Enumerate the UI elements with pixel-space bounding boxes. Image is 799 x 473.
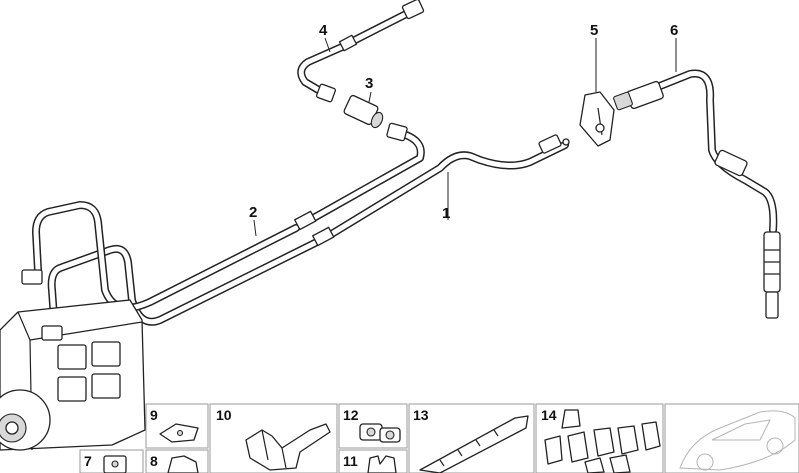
callout-3: 3 — [365, 75, 373, 92]
inset-box-8[interactable]: 8 — [145, 449, 209, 473]
vehicle-location-inset — [664, 403, 799, 473]
inset-label-7: 7 — [84, 453, 92, 469]
adapter-fitting-3[interactable] — [343, 94, 385, 130]
abs-hydraulic-unit — [0, 269, 146, 451]
callout-4: 4 — [319, 22, 328, 39]
inset-label-9: 9 — [150, 407, 158, 423]
callout-2: 2 — [249, 204, 257, 221]
callout-6: 6 — [670, 22, 678, 39]
inset-box-7[interactable]: 7 — [79, 449, 144, 473]
inset-box-13[interactable]: 13 — [408, 403, 535, 473]
brake-pipe-4[interactable] — [297, 0, 425, 103]
inset-label-12: 12 — [343, 407, 359, 423]
callout-leaders — [253, 37, 677, 237]
mounting-bracket-5[interactable] — [579, 91, 615, 147]
inset-box-10[interactable]: 10 — [209, 403, 338, 473]
inset-label-13: 13 — [413, 407, 429, 423]
inset-label-14: 14 — [541, 407, 557, 423]
inset-label-10: 10 — [216, 407, 232, 423]
callout-5: 5 — [590, 22, 598, 39]
callout-1: 1 — [442, 205, 450, 222]
brake-pipe-1[interactable] — [47, 134, 570, 326]
inset-box-9[interactable]: 9 — [145, 403, 209, 449]
brake-hose-6[interactable] — [613, 69, 781, 319]
inset-box-12[interactable]: 12 — [338, 403, 408, 449]
inset-box-14[interactable]: 14 — [535, 403, 664, 473]
inset-box-11[interactable]: 11 — [338, 449, 408, 473]
inset-label-11: 11 — [343, 453, 358, 469]
inset-label-8: 8 — [150, 453, 158, 469]
